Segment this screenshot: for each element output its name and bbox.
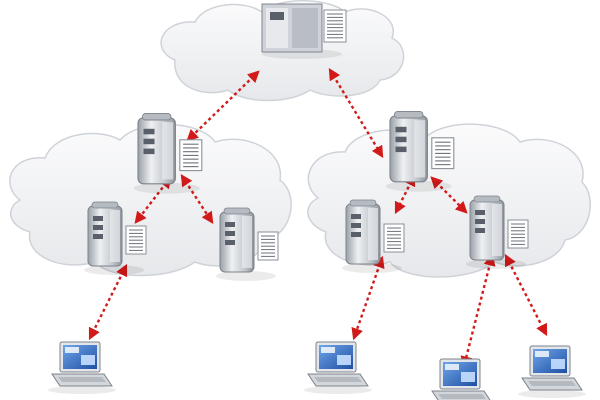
right-hub-server-icon (385, 110, 455, 192)
link-right-server-a-to-laptop-2 (351, 255, 385, 341)
link-right-server-b-to-laptop-3 (460, 253, 496, 369)
right-server-a-server-icon (342, 199, 405, 273)
right-server-a-document-icon (383, 223, 405, 253)
laptop-4-laptop-icon (518, 345, 586, 398)
right-server-b-document-icon (507, 219, 529, 249)
left-server-b-server-icon (216, 207, 279, 281)
laptop-1-laptop-icon (48, 341, 116, 394)
laptop-2-laptop-icon (304, 341, 372, 394)
link-root-server-to-right-hub (328, 67, 384, 159)
root-server-server-icon (261, 3, 347, 59)
root-server-document-icon (323, 9, 347, 43)
right-hub-document-icon (431, 137, 455, 170)
links-layer (88, 67, 548, 369)
left-server-a-document-icon (125, 225, 147, 255)
link-right-server-b-to-laptop-4 (504, 253, 548, 337)
left-server-b-document-icon (257, 231, 279, 261)
link-root-server-to-left-hub (186, 70, 260, 142)
nodes-layer (48, 3, 586, 400)
laptop-3-laptop-icon (431, 358, 491, 400)
link-right-hub-to-right-server-b (430, 176, 468, 214)
right-server-b-server-icon (466, 195, 529, 269)
link-left-server-a-to-laptop-1 (88, 263, 128, 341)
left-hub-document-icon (179, 139, 203, 172)
left-server-a-server-icon (84, 201, 147, 275)
left-hub-server-icon (133, 112, 203, 194)
